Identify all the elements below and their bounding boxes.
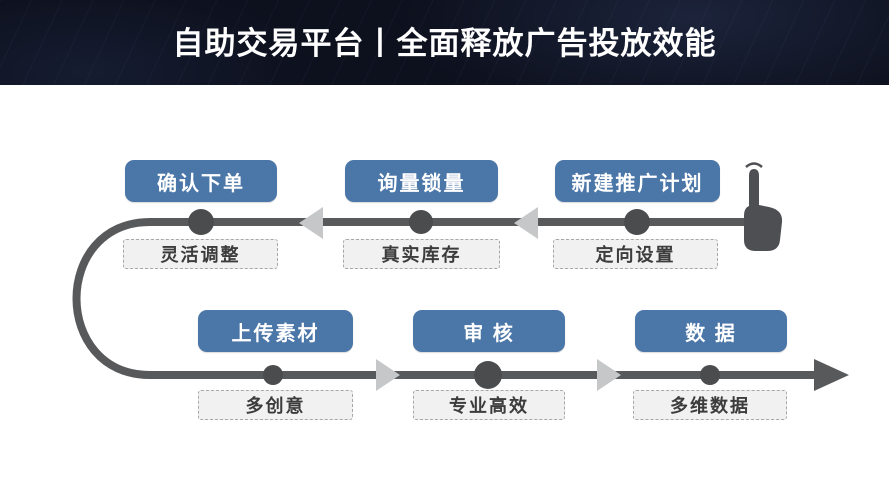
chevron-left-icon [299,207,323,239]
pointing-hand-icon [744,162,783,251]
hand-shape [744,169,783,251]
step-box-upload-material: 上传素材 [198,310,353,352]
node-dot [188,209,214,235]
note-box-real-stock: 真实库存 [343,239,500,269]
node-dot [263,365,283,385]
chevron-right-icon [597,359,621,391]
note-box-professional: 专业高效 [413,390,565,420]
chevron-right-icon [376,359,400,391]
slide-title: 自助交易平台丨全面释放广告投放效能 [172,26,717,61]
step-box-inquiry-lock: 询量锁量 [345,160,498,202]
header-banner: 自助交易平台丨全面释放广告投放效能 [0,0,889,85]
node-dot [624,209,650,235]
flow-line [72,218,816,379]
note-box-flexible-adjust: 灵活调整 [123,239,278,269]
step-box-review: 审 核 [413,310,565,352]
step-box-data: 数 据 [635,310,787,352]
tap-arc-icon [745,162,763,168]
note-box-multi-dimension-data: 多维数据 [633,390,787,420]
arrow-head-icon [814,359,849,391]
step-box-new-plan: 新建推广计划 [555,160,720,202]
chevron-left-icon [514,207,538,239]
step-box-confirm-order: 确认下单 [125,160,277,202]
note-box-multi-creative: 多创意 [198,390,353,420]
node-dot [474,361,502,389]
note-box-targeting: 定向设置 [553,239,718,269]
node-dot [409,210,433,234]
node-dot [700,365,720,385]
